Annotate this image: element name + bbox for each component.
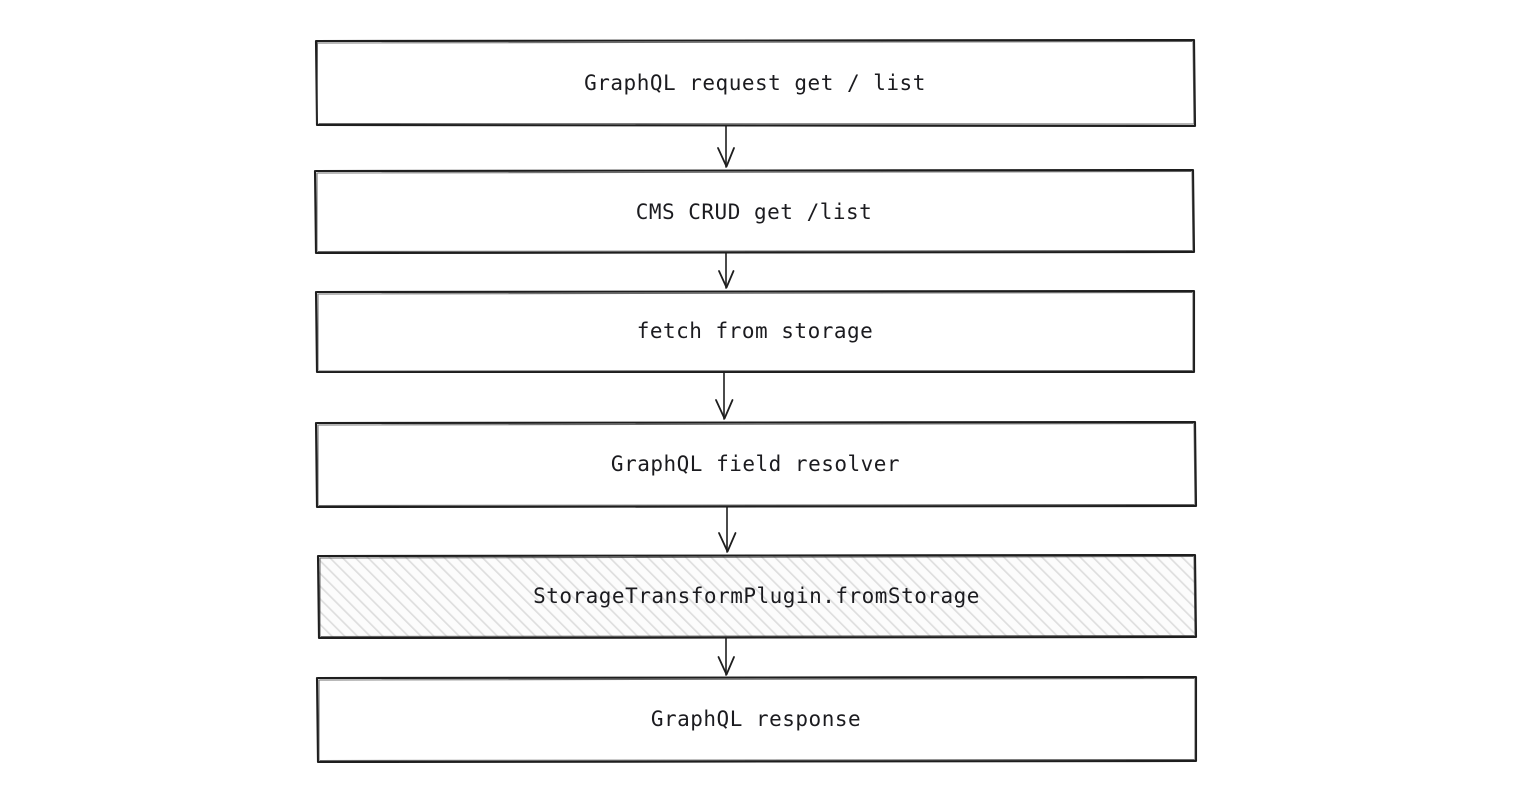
edge-arrow-4	[718, 506, 737, 553]
flow-node-label: StorageTransformPlugin.fromStorage	[533, 584, 980, 608]
flow-node-label: GraphQL response	[650, 707, 862, 731]
flow-node-graphql-request[interactable]: GraphQL request get / list	[314, 39, 1196, 127]
flow-node-graphql-field-resolver[interactable]: GraphQL field resolver	[315, 421, 1196, 507]
flow-node-label: fetch from storage	[636, 319, 874, 343]
edge-arrow-5	[717, 637, 735, 676]
flow-node-label: GraphQL field resolver	[610, 452, 901, 476]
node-box-1	[314, 38, 1197, 128]
node-box-3	[314, 289, 1196, 374]
flow-node-fetch-from-storage[interactable]: fetch from storage	[315, 290, 1195, 372]
edge-arrow-2	[718, 252, 735, 289]
flow-node-storage-transform-plugin-from-storage[interactable]: StorageTransformPlugin.fromStorage	[317, 554, 1196, 638]
flow-node-cms-crud[interactable]: CMS CRUD get /list	[314, 169, 1194, 254]
node-box-4	[314, 420, 1198, 509]
flow-node-label: CMS CRUD get /list	[635, 199, 873, 224]
node-box-2	[313, 168, 1196, 255]
node-box-5-highlighted	[316, 553, 1198, 640]
edge-arrow-1	[717, 125, 735, 168]
edge-arrow-3	[715, 371, 734, 420]
node-box-6	[315, 675, 1198, 764]
flow-node-label: GraphQL request get / list	[584, 71, 926, 95]
flow-node-graphql-response[interactable]: GraphQL response	[316, 676, 1196, 762]
